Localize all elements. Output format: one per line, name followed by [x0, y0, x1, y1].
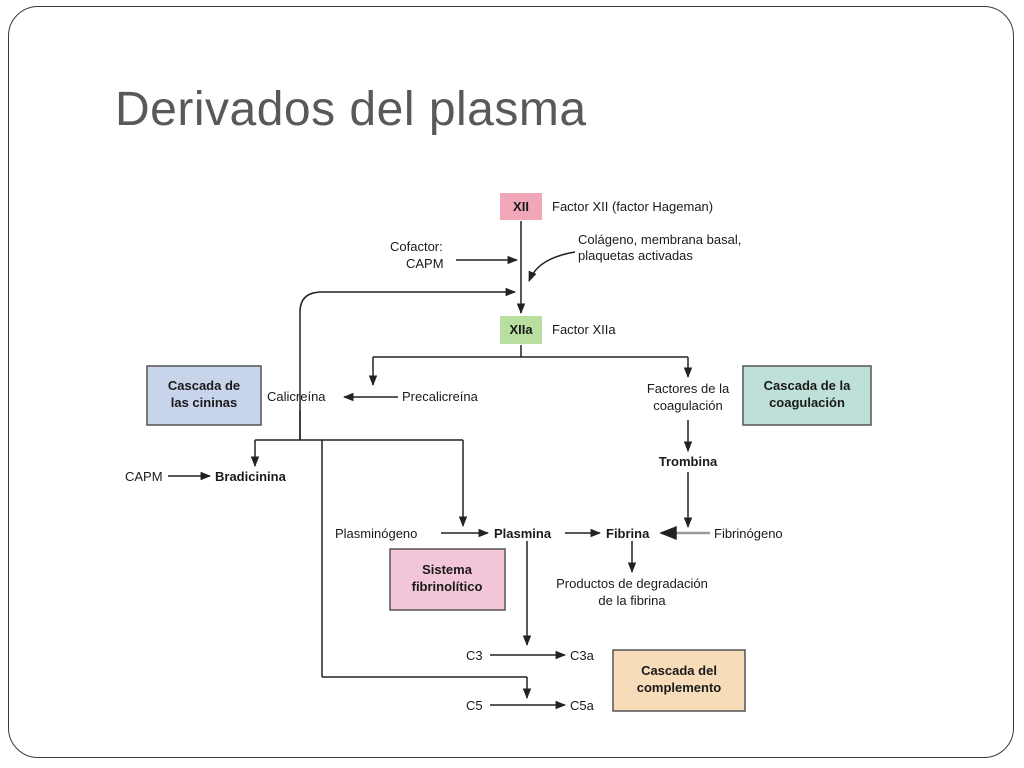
factor-xiia-box-label: XIIa [509, 322, 533, 337]
capm-label: CAPM [125, 469, 163, 484]
degradation-label-1: Productos de degradación [556, 576, 708, 591]
coag-factors-label-1: Factores de la [647, 381, 730, 396]
plasminogeno-label: Plasminógeno [335, 526, 417, 541]
coagulation-cascade-label-1: Cascada de la [764, 378, 851, 393]
c5-label: C5 [466, 698, 483, 713]
factor-xii-label: Factor XII (factor Hageman) [552, 199, 713, 214]
kinin-cascade-label-1: Cascada de [168, 378, 240, 393]
precalicreina-label: Precalicreína [402, 389, 479, 404]
factor-xii-box [500, 193, 542, 220]
c3-label: C3 [466, 648, 483, 663]
c3a-label: C3a [570, 648, 595, 663]
fibrinogeno-label: Fibrinógeno [714, 526, 783, 541]
collagen-label-2: plaquetas activadas [578, 248, 693, 263]
plasmina-label: Plasmina [494, 526, 552, 541]
fibrinolytic-system-box [389, 548, 506, 611]
fibrinolytic-system-label-2: fibrinolítico [412, 579, 483, 594]
coagulation-cascade-box [742, 365, 872, 426]
fibrinolytic-system-label-1: Sistema [422, 562, 473, 577]
coag-factors-label-2: coagulación [653, 398, 722, 413]
coagulation-cascade-label-2: coagulación [769, 395, 845, 410]
arrow-feedback-calicreina [299, 287, 517, 440]
fibrina-label: Fibrina [606, 526, 650, 541]
kinin-cascade-label-2: las cininas [171, 395, 237, 410]
factor-xii-box-label: XII [513, 199, 529, 214]
kinin-cascade-box [146, 365, 262, 426]
complement-cascade-label-2: complemento [637, 680, 722, 695]
collagen-label-1: Colágeno, membrana basal, [578, 232, 741, 247]
complement-cascade-label-1: Cascada del [641, 663, 717, 678]
cofactor-label-1: Cofactor: [390, 239, 443, 254]
bradicinina-label: Bradicinina [215, 469, 287, 484]
arrow-collagen [528, 251, 576, 282]
factor-xiia-label: Factor XIIa [552, 322, 616, 337]
factor-xiia-box [500, 316, 542, 344]
c5a-label: C5a [570, 698, 595, 713]
calicreina-label: Calicreína [267, 389, 326, 404]
slide-title: Derivados del plasma [115, 83, 587, 136]
complement-cascade-box [612, 649, 746, 712]
degradation-label-2: de la fibrina [598, 593, 666, 608]
cofactor-label-2: CAPM [406, 256, 444, 271]
trombina-label: Trombina [659, 454, 718, 469]
